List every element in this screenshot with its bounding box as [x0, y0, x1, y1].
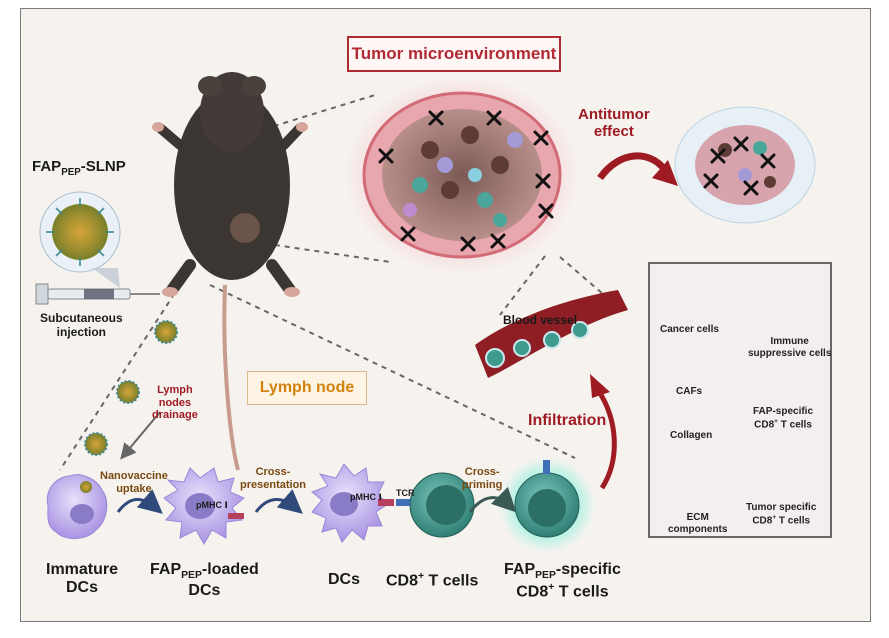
legend-tumor-specific: Tumor specific CD8+ T cells	[746, 502, 817, 526]
lymph-node-title: Lymph node	[247, 371, 367, 405]
cd8-t-cell	[396, 472, 475, 538]
pmhc-label-loaded: pMHC Ⅰ	[196, 500, 228, 510]
flow-arrows	[116, 486, 517, 514]
loaded-dcs-label: FAPPEP-loaded DCs	[150, 561, 259, 600]
legend-fap-specific: FAP-specific CD8+ T cells	[753, 406, 814, 430]
dcs-label: DCs	[328, 571, 361, 588]
injection-label: Subcutaneous injection	[40, 311, 123, 339]
blood-vessel	[475, 290, 628, 378]
drained-nanoparticles	[84, 320, 178, 456]
slnp-inset	[39, 191, 121, 288]
pmhc-label-presenting: pMHC Ⅰ	[350, 492, 382, 502]
presenting-dc-cell	[311, 463, 394, 543]
mouse-illustration	[152, 72, 308, 471]
infiltration-arrow	[595, 388, 617, 490]
legend-ecm: ECM components	[668, 512, 728, 535]
drainage-arrow	[120, 411, 161, 460]
infiltration-label: Infiltration	[528, 412, 607, 429]
cross-priming-label: Cross- priming	[462, 466, 503, 491]
tumor-microenvironment-title: Tumor microenvironment	[347, 36, 561, 72]
antitumor-arrow	[597, 152, 668, 181]
drainage-label: Lymph nodes drainage	[152, 384, 198, 422]
cd8-t-cells-label: CD8+ T cells	[386, 571, 479, 590]
tcr-label: TCR	[396, 488, 415, 498]
treated-tumor-illustration	[674, 106, 816, 224]
legend-collagen: Collagen	[670, 430, 713, 441]
legend-cancer-cells: Cancer cells	[660, 324, 719, 335]
legend-cafs: CAFs	[676, 386, 703, 397]
tumor-illustration	[344, 75, 580, 275]
fap-specific-t-cell	[499, 457, 595, 553]
uptake-label: Nanovaccine uptake	[100, 470, 168, 495]
antitumor-label: Antitumor effect	[578, 106, 650, 141]
immature-dcs-label: Immature DCs	[46, 561, 119, 597]
syringe	[35, 283, 160, 305]
loaded-dc-cell	[163, 467, 245, 546]
legend-panel: Cancer cells Immune suppressive cells CA…	[648, 262, 832, 538]
legend-immune-suppressive: Immune suppressive cells	[748, 336, 832, 359]
antitumor-arrowhead	[652, 160, 678, 186]
nanoparticle-label: FAPPEP-SLNP	[32, 158, 126, 178]
infiltration-arrowhead	[590, 374, 610, 398]
immature-dc-cell	[46, 474, 108, 539]
blood-vessel-label: Blood vessel	[503, 313, 578, 327]
fap-specific-cd8-label: FAPPEP-specific CD8+ T cells	[504, 561, 621, 601]
cross-presentation-label: Cross- presentation	[240, 466, 307, 491]
